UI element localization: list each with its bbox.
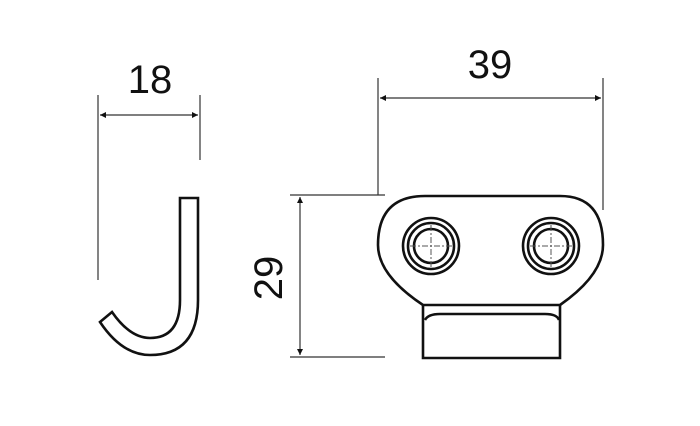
plate-outline (376, 194, 605, 307)
hook-side-view: 18 (97, 58, 201, 357)
mounting-hole-right (521, 216, 581, 276)
hook-profile (98, 196, 200, 357)
plate-front-view: 39 29 (247, 43, 605, 360)
mounting-hole-left (401, 216, 461, 276)
dimension-label-39: 39 (468, 43, 513, 87)
tab-outline (421, 305, 562, 360)
dimension-label-29: 29 (247, 256, 291, 301)
dimension-label-18: 18 (128, 58, 173, 102)
tab-bend-line (423, 312, 561, 321)
